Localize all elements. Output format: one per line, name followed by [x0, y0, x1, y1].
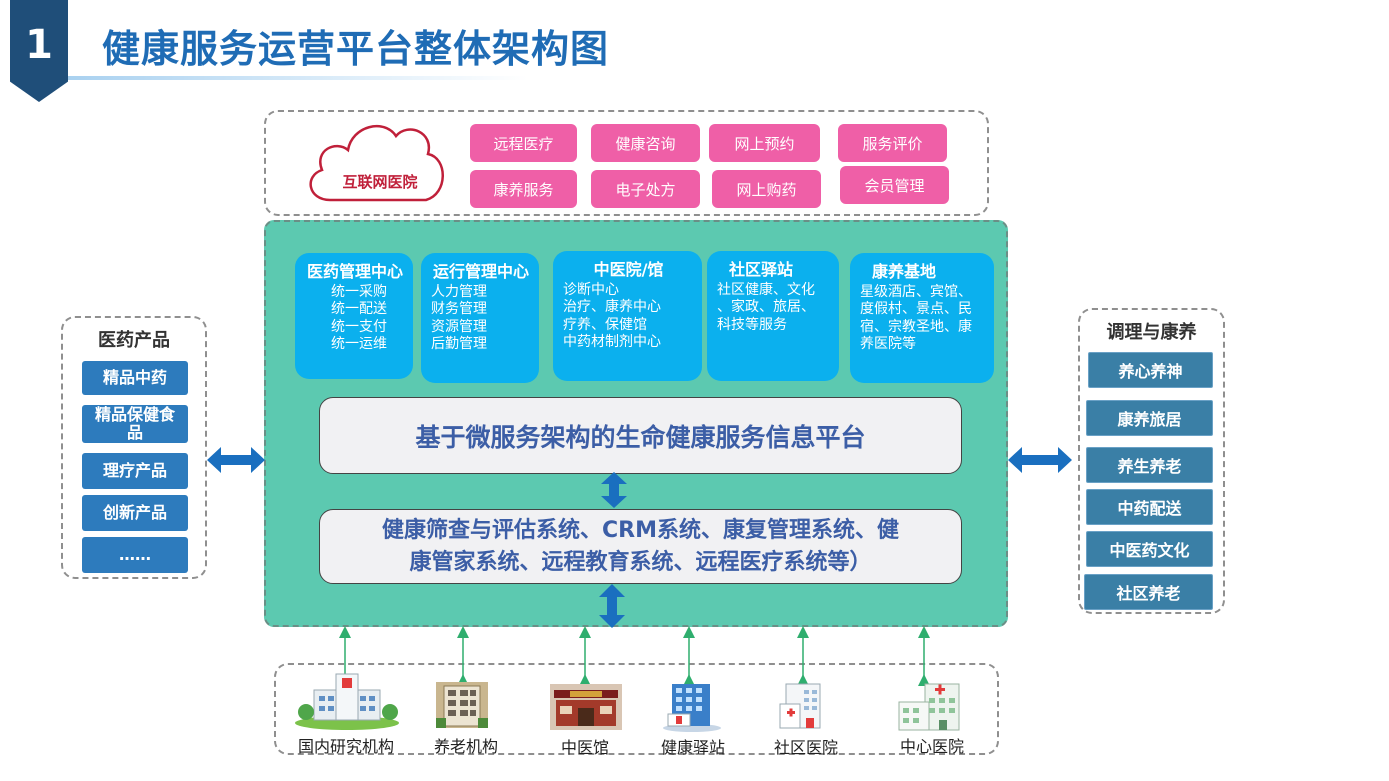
- facility-label: 中心医院: [899, 737, 964, 756]
- microservice-platform: 基于微服务架构的生命健康服务信息平台: [319, 397, 962, 474]
- systems-box: 健康筛查与评估系统、CRM系统、康复管理系统、健 康管家系统、远程教育系统、远程…: [319, 509, 962, 584]
- service-online-pharmacy[interactable]: 网上购药: [712, 170, 821, 208]
- double-arrow-vertical-icon: [599, 584, 625, 628]
- product-item[interactable]: 精品中药: [82, 361, 188, 395]
- service-rating[interactable]: 服务评价: [838, 124, 947, 162]
- internet-hospital-panel: [264, 110, 989, 216]
- center-title: 医药管理中心: [306, 262, 403, 281]
- facility-label: 养老机构: [433, 737, 498, 756]
- product-item[interactable]: 精品保健食品: [82, 405, 188, 443]
- center-title: 社区驿站: [729, 260, 794, 279]
- facility-label: 国内研究机构: [297, 737, 394, 756]
- central-hospital-icon: [898, 683, 960, 731]
- service-e-prescription[interactable]: 电子处方: [591, 170, 700, 208]
- center-operations-management: 运行管理中心 人力管理 财务管理 资源管理 后勤管理: [421, 253, 539, 383]
- center-line: 社区健康、文化: [717, 281, 815, 298]
- pharma-products-panel: [61, 316, 207, 579]
- facility-label: 社区医院: [773, 738, 838, 757]
- product-item[interactable]: ……: [82, 537, 188, 573]
- center-line: 科技等服务: [717, 316, 787, 333]
- service-membership[interactable]: 会员管理: [840, 166, 949, 204]
- center-title: 运行管理中心: [432, 262, 529, 281]
- wellness-item[interactable]: 康养旅居: [1086, 400, 1213, 436]
- center-line: 治疗、康养中心: [563, 299, 661, 315]
- service-remote-medical[interactable]: 远程医疗: [470, 124, 577, 162]
- product-item[interactable]: 创新产品: [82, 495, 188, 531]
- systems-line: 康管家系统、远程教育系统、远程医疗系统等）: [409, 549, 872, 575]
- title-underline: [68, 76, 528, 80]
- center-line: 统一支付: [331, 318, 387, 335]
- center-community-station: 社区驿站 社区健康、文化 、家政、旅居、 科技等服务: [707, 251, 839, 381]
- service-wellness[interactable]: 康养服务: [470, 170, 577, 208]
- wellness-panel-title: 调理与康养: [1106, 322, 1197, 343]
- internet-hospital-label: 互联网医院: [342, 173, 418, 191]
- center-title: 康养基地: [872, 262, 937, 281]
- wellness-item[interactable]: 社区养老: [1084, 574, 1213, 610]
- center-line: 星级酒店、宾馆、: [860, 283, 972, 300]
- double-arrow-horizontal-icon: [207, 447, 265, 473]
- center-line: 养医院等: [860, 336, 916, 352]
- center-line: 宿、宗教圣地、康: [860, 318, 972, 335]
- center-tcm-hospital: 中医院/馆 诊断中心 治疗、康养中心 疗养、保健馆 中药材制剂中心: [553, 251, 702, 381]
- center-title: 中医院/馆: [593, 260, 664, 279]
- connector-lines: [339, 626, 930, 686]
- tcm-clinic-icon: [550, 684, 622, 730]
- double-arrow-horizontal-icon: [1008, 447, 1072, 473]
- facilities-panel: [274, 663, 999, 755]
- facility-label: 中医馆: [560, 738, 609, 757]
- health-station-icon: [663, 684, 721, 732]
- wellness-panel: [1078, 308, 1225, 614]
- center-wellness-base: 康养基地 星级酒店、宾馆、 度假村、景点、民 宿、宗教圣地、康 养医院等: [850, 253, 994, 383]
- wellness-item[interactable]: 养心养神: [1088, 352, 1213, 388]
- center-line: 资源管理: [431, 318, 487, 335]
- center-line: 后勤管理: [431, 336, 487, 352]
- section-number-badge: [10, 0, 68, 102]
- wellness-item[interactable]: 养生养老: [1086, 447, 1213, 483]
- cloud-icon: [309, 125, 444, 202]
- center-line: 财务管理: [431, 301, 487, 317]
- double-arrow-vertical-icon: [601, 472, 627, 508]
- wellness-item[interactable]: 中医药文化: [1086, 531, 1213, 567]
- center-line: 度假村、景点、民: [860, 301, 972, 317]
- page-title: 健康服务运营平台整体架构图: [102, 27, 610, 71]
- wellness-item[interactable]: 中药配送: [1086, 489, 1213, 525]
- center-line: 、家政、旅居、: [717, 299, 815, 315]
- facility-label: 健康驿站: [660, 738, 725, 757]
- pharma-products-title: 医药产品: [98, 330, 170, 351]
- research-institute-icon: [295, 673, 399, 730]
- section-number: 1: [25, 22, 53, 68]
- nursing-home-icon: [436, 682, 488, 728]
- center-line: 人力管理: [431, 283, 487, 300]
- service-health-consult[interactable]: 健康咨询: [591, 124, 700, 162]
- service-online-booking[interactable]: 网上预约: [709, 124, 820, 162]
- center-line: 统一采购: [331, 283, 387, 300]
- center-line: 疗养、保健馆: [563, 316, 647, 333]
- center-line: 中药材制剂中心: [563, 334, 661, 350]
- center-line: 统一运维: [331, 336, 387, 352]
- center-pharma-management: 医药管理中心 统一采购 统一配送 统一支付 统一运维: [295, 253, 413, 379]
- center-line: 统一配送: [331, 301, 387, 317]
- community-hospital-icon: [779, 683, 821, 729]
- product-item[interactable]: 理疗产品: [82, 453, 188, 489]
- systems-line: 健康筛查与评估系统、CRM系统、康复管理系统、健: [382, 517, 899, 543]
- center-line: 诊断中心: [563, 281, 619, 298]
